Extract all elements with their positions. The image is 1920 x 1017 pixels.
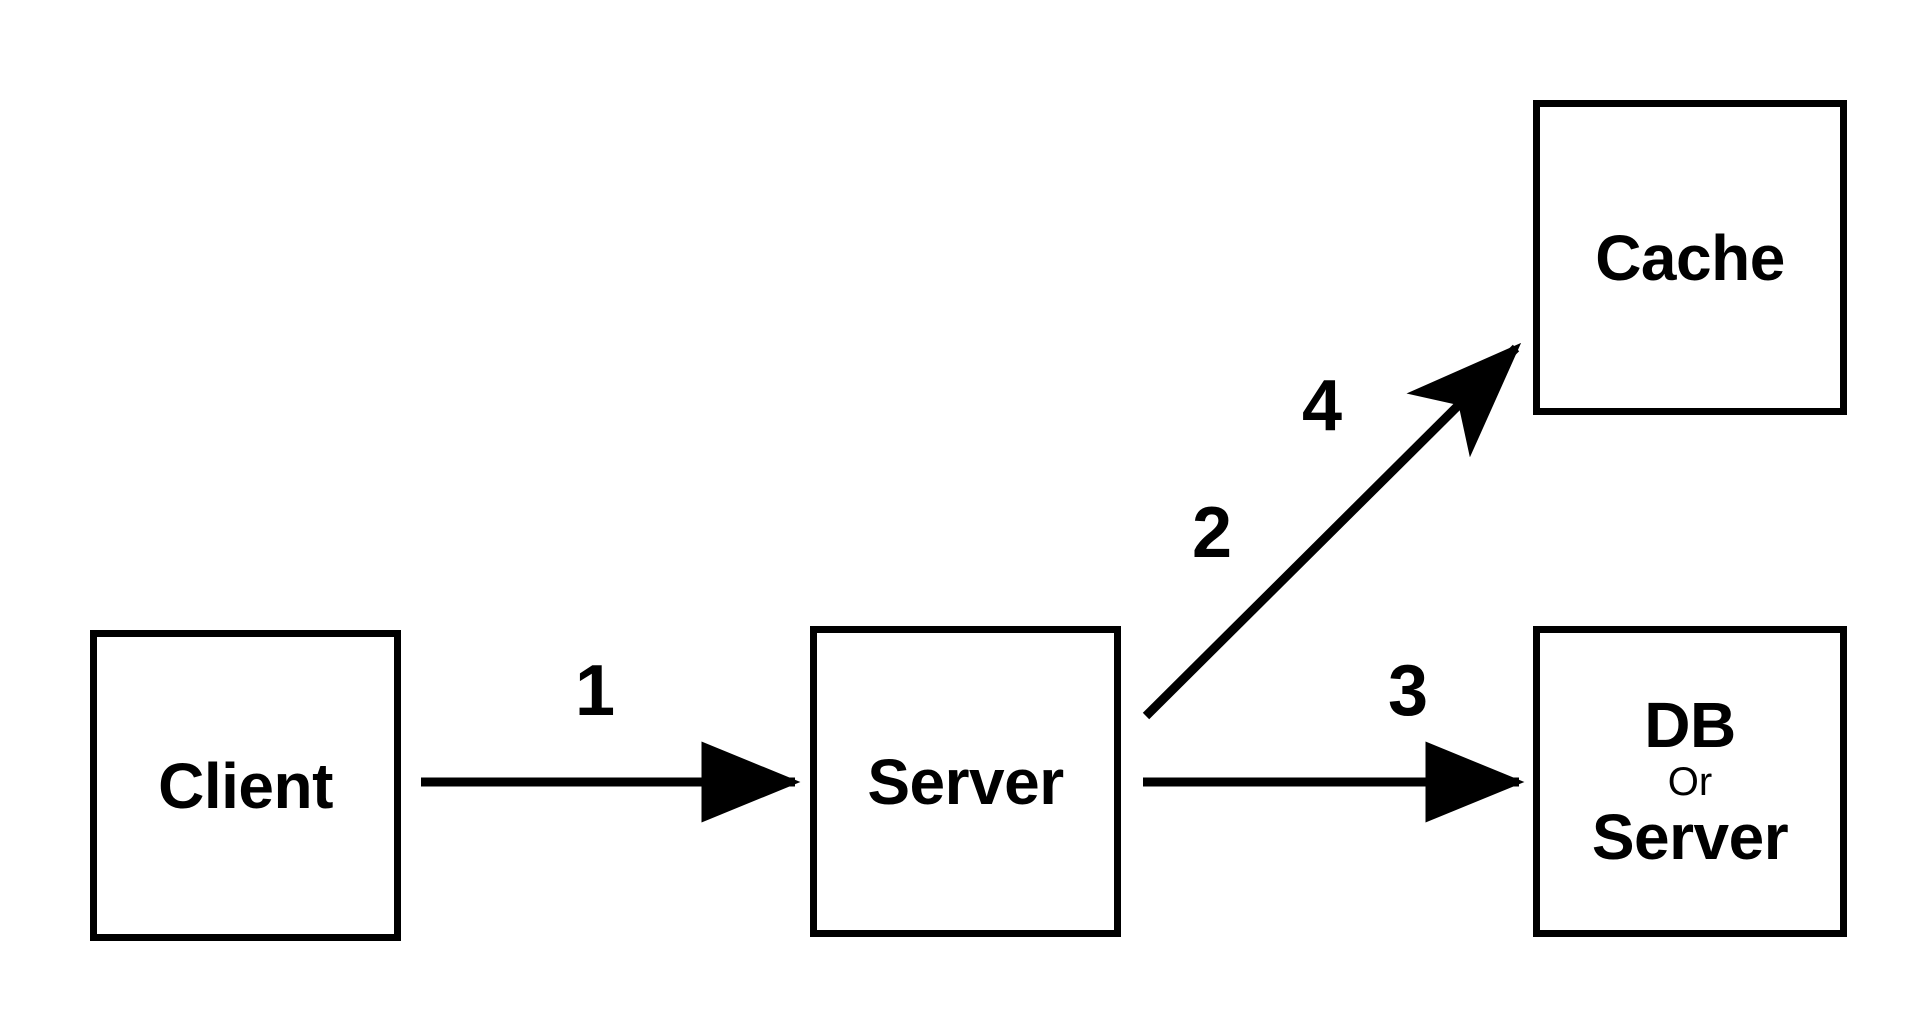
node-server[interactable]: Server [810, 626, 1121, 937]
node-db-label-primary: DB [1644, 688, 1736, 761]
node-db-label-conjunction: Or [1667, 760, 1713, 805]
node-cache[interactable]: Cache [1533, 100, 1847, 415]
node-cache-label: Cache [1595, 221, 1785, 294]
edge-label-1: 1 [575, 651, 616, 731]
edge-label-3: 3 [1388, 651, 1429, 731]
node-db-or-server[interactable]: DB Or Server [1533, 626, 1847, 937]
edge-label-2: 2 [1192, 493, 1233, 573]
node-client-label: Client [158, 749, 333, 822]
node-server-label: Server [867, 745, 1064, 818]
node-db-label-secondary: Server [1591, 800, 1789, 873]
node-db-text-stack: DB Or Server [1591, 688, 1789, 873]
node-client[interactable]: Client [90, 630, 401, 941]
edge-label-4: 4 [1302, 366, 1343, 446]
